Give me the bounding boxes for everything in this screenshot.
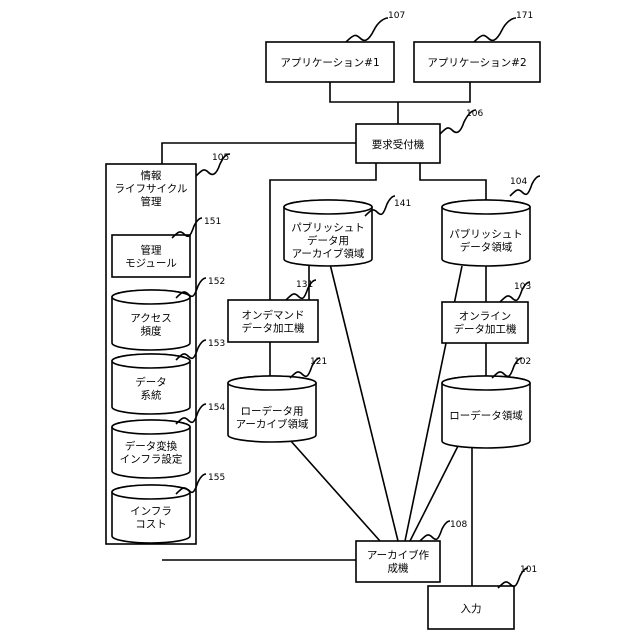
info-mgmt-label-line-3: 管理 [141, 195, 162, 208]
ref-leader-171 [474, 18, 516, 42]
ref-leader-108 [420, 521, 450, 541]
mgmt-module-ref-number: 151 [204, 217, 221, 227]
archive-maker-ref-number: 108 [450, 520, 467, 530]
archive-maker-label-line-2: 成機 [388, 562, 409, 575]
public-data-ref-number: 104 [510, 177, 527, 187]
public-archive-label-line-1: パブリッシュト [291, 221, 365, 234]
raw-archive-label-line-1: ローデータ用 [241, 405, 304, 418]
public-data-label-line-1: パブリッシュト [449, 228, 523, 241]
infra-setting-label-line-1: データ変換 [125, 440, 178, 453]
archive-maker-box[interactable] [356, 541, 440, 582]
raw-archive-label-line-2: アーカイブ領域 [236, 418, 309, 431]
access-freq-ref-number: 152 [208, 277, 225, 287]
input-ref-number: 101 [520, 565, 537, 575]
online-label-line-1: オンライン [459, 311, 512, 323]
raw-data-ref-number: 102 [514, 357, 531, 367]
public-archive-ref-number: 141 [394, 199, 411, 209]
info-mgmt-ref-number: 105 [212, 153, 229, 163]
info-mgmt-label-line-2: ライフサイクル [115, 183, 188, 195]
app1-to-bus-line [330, 82, 470, 102]
data-system-label-line-1: データ [135, 376, 167, 389]
raw-archive-ref-number: 121 [310, 357, 327, 367]
request-to-public-data-line [420, 163, 486, 202]
online-box[interactable] [442, 302, 528, 343]
data-system-label-line-2: 系統 [141, 389, 162, 402]
access-freq-label-line-2: 頻度 [141, 325, 162, 338]
app1-label-line-1: アプリケーション#1 [280, 57, 379, 69]
online-label-line-2: データ加工機 [454, 323, 517, 336]
infra-cost-ref-number: 155 [208, 473, 225, 483]
data-system-ref-number: 153 [208, 339, 225, 349]
mgmt-module-label-line-2: モジュール [125, 258, 177, 270]
info-mgmt-label-line-1: 情報 [141, 169, 162, 182]
app2-ref-number: 171 [516, 11, 533, 21]
raw-data-label-line-1: ローデータ領域 [449, 409, 523, 422]
online-ref-number: 103 [514, 282, 531, 292]
archive-maker-label-line-1: アーカイブ作 [367, 549, 430, 562]
app1-ref-number: 107 [388, 11, 405, 21]
ref-leader-107 [346, 18, 388, 42]
ondemand-label-line-1: オンデマンド [242, 309, 305, 322]
request-ref-number: 106 [466, 109, 483, 119]
request-to-info-mgmt-line [162, 143, 356, 164]
input-label-line-1: 入力 [461, 602, 482, 615]
mgmt-module-label-line-1: 管理 [141, 244, 162, 257]
raw-archive-to-maker-line [290, 440, 380, 541]
app2-label-line-1: アプリケーション#2 [427, 57, 526, 69]
public-archive-label-line-2: データ用 [307, 234, 349, 247]
infra-cost-label-line-1: インフラ [130, 506, 172, 518]
ondemand-ref-number: 131 [296, 280, 313, 290]
ondemand-label-line-2: データ加工機 [242, 322, 305, 335]
infra-cost-label-line-2: コスト [135, 519, 167, 531]
public-archive-to-maker-line [330, 264, 398, 541]
access-freq-label-line-1: アクセス [130, 313, 171, 325]
reference-numbers: 107 171 106 105 151 152 153 154 155 141 104 131 103 1… [204, 11, 537, 575]
infra-setting-label-line-2: インフラ設定 [120, 453, 183, 466]
request-label-line-1: 要求受付機 [372, 138, 425, 151]
public-archive-label-line-3: アーカイブ領域 [292, 247, 365, 260]
public-data-label-line-2: データ領域 [460, 241, 513, 254]
infra-setting-ref-number: 154 [208, 403, 225, 413]
